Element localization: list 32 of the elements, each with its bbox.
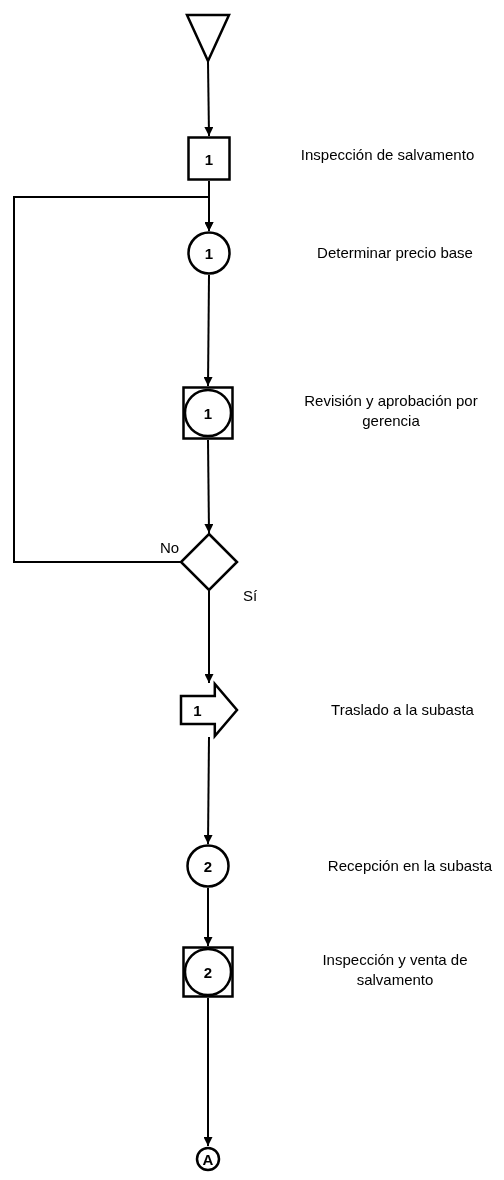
step-description: Recepción en la subasta: [326, 856, 494, 876]
step-description: Traslado a la subasta: [330, 700, 475, 720]
inspection-box: [187, 136, 231, 181]
step-number: 1: [202, 405, 214, 421]
transport-arrow-symbol: [180, 683, 238, 737]
step-number: 2: [202, 858, 214, 874]
step-description: Inspección de salvamento: [299, 145, 476, 165]
flow-arrow: [203, 997, 213, 1147]
step-number: 1: [192, 702, 203, 718]
combined-activity-symbol: [182, 946, 234, 998]
storage-triangle: [186, 14, 230, 62]
operation-circle: [186, 844, 230, 888]
flow-arrow: [203, 887, 213, 947]
flow-arrow: [203, 274, 213, 387]
step-number: A: [201, 1151, 215, 1167]
flow-arrow: [204, 439, 214, 534]
flow-arrow: [13, 196, 214, 563]
step-number: 2: [202, 964, 214, 980]
operation-circle: [187, 231, 231, 275]
step-description: Revisión y aprobación por gerencia: [303, 391, 479, 430]
step-description: Inspección y venta de salvamento: [321, 950, 469, 989]
connector-circle: [195, 1146, 221, 1172]
step-number: 1: [203, 151, 215, 166]
flow-arrow: [203, 736, 213, 845]
step-description: Determinar precio base: [316, 243, 474, 263]
decision-diamond: [180, 533, 238, 591]
flow-arrow: [204, 61, 214, 137]
edge-label: Sí: [243, 588, 258, 603]
step-number: 1: [203, 245, 215, 261]
flow-arrow: [204, 590, 214, 684]
edge-label: No: [160, 540, 180, 555]
combined-activity-symbol: [182, 386, 234, 440]
